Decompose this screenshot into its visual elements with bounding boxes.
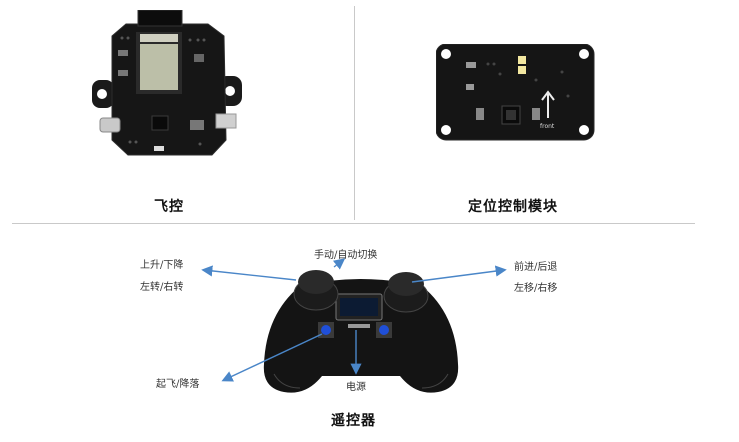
flight-controller-caption: 飞控 — [154, 199, 184, 215]
remote-controller-caption: 遥控器 — [331, 413, 376, 429]
positioning-module-caption: 定位控制模块 — [468, 199, 558, 215]
flight-controller-image — [92, 10, 242, 156]
label-turn: 左转/右转 — [140, 282, 184, 293]
label-up-down: 上升/下降 — [140, 260, 184, 271]
label-power: 电源 — [346, 382, 366, 393]
arrow-right-stick — [411, 265, 507, 283]
positioning-module-image: front — [436, 44, 595, 141]
vertical-divider — [354, 6, 355, 220]
label-takeoff-land: 起飞/降落 — [156, 379, 200, 390]
label-mode-switch: 手动/自动切换 — [314, 250, 378, 261]
label-shift: 左移/右移 — [514, 283, 558, 294]
remote-controller-image — [263, 270, 459, 393]
label-forward-back: 前进/后退 — [514, 262, 558, 273]
horizontal-divider — [12, 223, 695, 224]
arrow-left-stick-from — [201, 265, 297, 281]
board-front-label: front — [540, 123, 555, 130]
arrow-mode-switch — [332, 258, 346, 270]
arrow-takeoff-land — [221, 333, 323, 382]
